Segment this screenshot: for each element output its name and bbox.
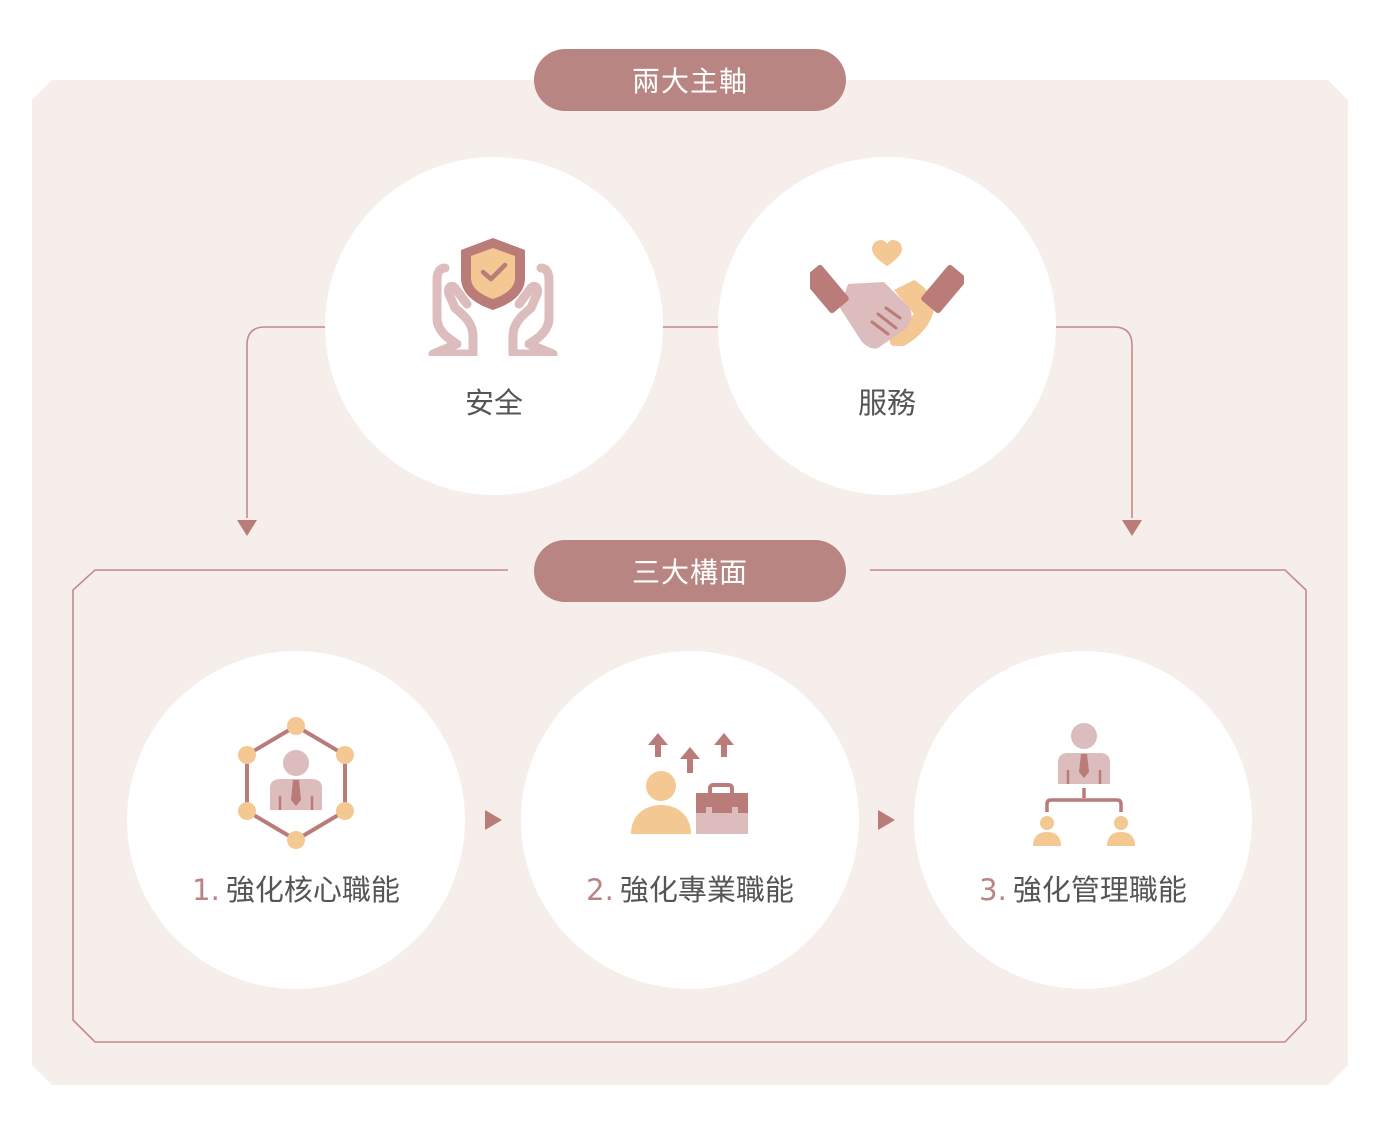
right-arrow-line [1055, 326, 1133, 518]
axis-label-safety: 安全 [464, 386, 523, 420]
axis-label-service: 服務 [857, 386, 916, 420]
left-arrowhead [237, 520, 257, 536]
facet-number: 2. [586, 873, 614, 907]
facet-label-professional: 2.強化專業職能 [521, 867, 859, 909]
facet-label-management: 3.強化管理職能 [914, 867, 1252, 909]
facet-text: 強化專業職能 [619, 873, 794, 907]
flow-arrow-1 [485, 810, 502, 830]
inner-frame [72, 569, 1307, 1043]
network-person-icon [238, 717, 354, 849]
facet-circle-management [914, 651, 1252, 989]
facet-label-core: 1.強化核心職能 [127, 867, 465, 909]
flow-arrow-2 [878, 810, 895, 830]
org-chart-icon [1033, 723, 1135, 846]
handshake-heart-icon [810, 240, 964, 349]
facet-number: 1. [192, 873, 220, 907]
facet-text: 強化管理職能 [1012, 873, 1187, 907]
mid-pill-label: 三大構面 [631, 556, 748, 589]
mid-pill: 三大構面 [534, 540, 846, 602]
facet-circle-professional [521, 651, 859, 989]
right-arrowhead [1122, 520, 1142, 536]
shield-hands-icon [428, 238, 558, 356]
facet-circle-core [127, 651, 465, 989]
facet-number: 3. [979, 873, 1007, 907]
left-arrow-line [246, 326, 326, 518]
axis-circle-safety [325, 157, 663, 495]
facet-text: 強化核心職能 [225, 873, 400, 907]
top-pill: 兩大主軸 [534, 49, 846, 111]
growth-briefcase-icon [631, 733, 748, 834]
top-pill-label: 兩大主軸 [631, 65, 748, 98]
